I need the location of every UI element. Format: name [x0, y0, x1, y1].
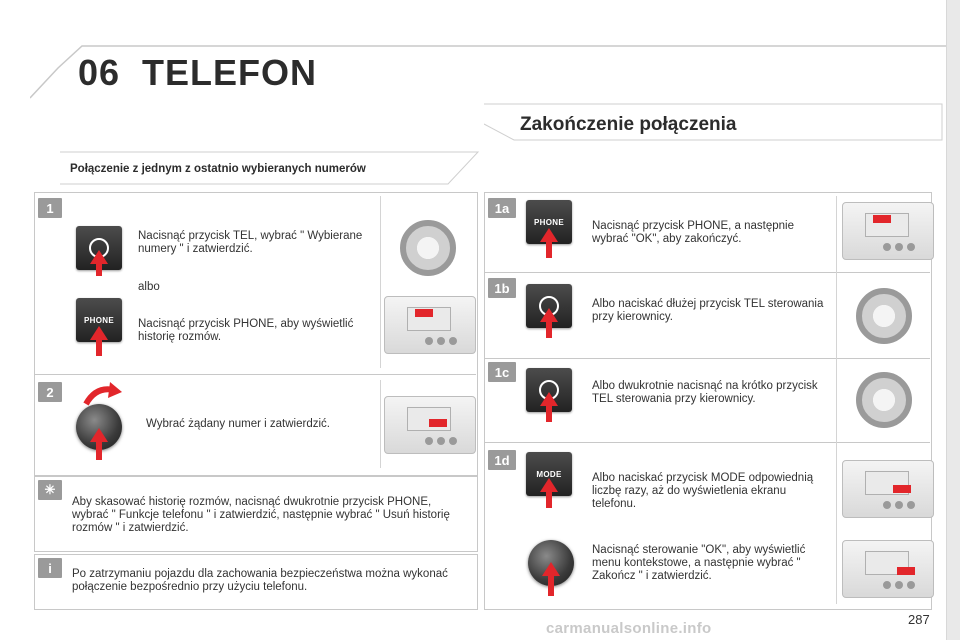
press-arrow-icon — [540, 478, 558, 492]
radio-unit-image — [384, 396, 476, 454]
rotate-arrow-icon — [83, 382, 122, 406]
press-arrow-icon — [90, 428, 108, 442]
steering-wheel-image — [400, 220, 456, 276]
radio-unit-image — [842, 202, 934, 260]
tip-icon: ✳ — [38, 480, 62, 500]
step-badge: 1 — [38, 198, 62, 218]
section-title-frame — [484, 103, 943, 141]
press-arrow-stem — [546, 322, 552, 338]
press-arrow-stem — [546, 492, 552, 508]
chapter-title: TELEFON — [142, 52, 317, 93]
phone-button-label: PHONE — [84, 315, 114, 325]
divider — [836, 196, 837, 604]
press-arrow-stem — [546, 406, 552, 422]
phone-button-label: PHONE — [534, 217, 564, 227]
step1-text-b: Nacisnąć przycisk PHONE, aby wyświetlić … — [138, 318, 354, 343]
divider — [484, 442, 930, 443]
press-arrow-icon — [90, 326, 108, 340]
press-arrow-stem — [548, 576, 554, 596]
press-arrow-stem — [96, 264, 102, 276]
divider — [34, 374, 476, 375]
chapter-number: 06 — [78, 52, 121, 93]
press-arrow-icon — [90, 250, 108, 264]
section-title: Zakończenie połączenia — [520, 114, 737, 135]
radio-unit-image — [384, 296, 476, 354]
step-badge: 1a — [488, 198, 516, 218]
step1a-text: Nacisnąć przycisk PHONE, a następnie wyb… — [592, 220, 794, 245]
subtitle-frame — [60, 151, 480, 185]
step-badge: 1b — [488, 278, 516, 298]
press-arrow-icon — [540, 308, 558, 322]
info-icon: i — [38, 558, 62, 578]
steering-wheel-image — [856, 288, 912, 344]
step1-or: albo — [138, 281, 160, 293]
divider — [380, 380, 381, 468]
step2-text: Wybrać żądany numer i zatwierdzić. — [146, 418, 330, 430]
mode-button-label: MODE — [536, 469, 562, 479]
press-arrow-stem — [96, 442, 102, 460]
step-badge: 1d — [488, 450, 516, 470]
step-badge: 2 — [38, 382, 62, 402]
watermark: carmanualsonline.info — [546, 620, 712, 637]
step1b-text: Albo naciskać dłużej przycisk TEL sterow… — [592, 298, 824, 323]
step-badge: 1c — [488, 362, 516, 382]
step1c-text: Albo dwukrotnie nacisnąć na krótko przyc… — [592, 380, 818, 405]
info-box — [34, 554, 478, 610]
left-subtitle: Połączenie z jednym z ostatnio wybierany… — [70, 163, 366, 175]
divider — [484, 272, 930, 273]
steering-wheel-image — [856, 372, 912, 428]
step-ok-text: Nacisnąć sterowanie "OK", aby wyświetlić… — [592, 544, 806, 582]
press-arrow-stem — [96, 340, 102, 356]
page-number: 287 — [908, 612, 930, 627]
page-edge-tab — [946, 0, 960, 640]
step1-text-a: Nacisnąć przycisk TEL, wybrać " Wybieran… — [138, 230, 363, 255]
radio-unit-image — [842, 540, 934, 598]
divider — [380, 196, 381, 368]
divider — [484, 358, 930, 359]
press-arrow-stem — [546, 242, 552, 258]
press-arrow-icon — [540, 228, 558, 242]
press-arrow-icon — [540, 392, 558, 406]
tip-text: Aby skasować historię rozmów, nacisnąć d… — [72, 496, 450, 534]
header-decoration — [30, 45, 950, 99]
tip-box — [34, 476, 478, 552]
press-arrow-icon — [542, 562, 560, 576]
step1d-text: Albo naciskać przycisk MODE odpowiednią … — [592, 472, 814, 510]
info-text: Po zatrzymaniu pojazdu dla zachowania be… — [72, 568, 448, 593]
radio-unit-image — [842, 460, 934, 518]
